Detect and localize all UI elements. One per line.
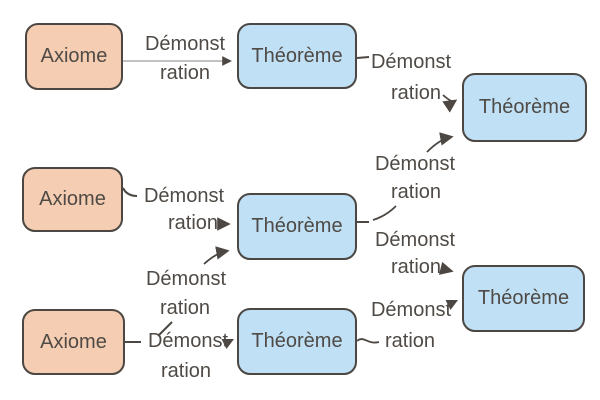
edge-label-1-line-1: Démonst [144, 33, 226, 55]
node-label: Axiome [40, 330, 107, 353]
edge-theoreme4-label8-line [356, 338, 380, 344]
node-theoreme-2: Théorème [462, 73, 587, 142]
edge-label-8-line-2: ration [384, 330, 436, 352]
node-label: Axiome [40, 45, 108, 67]
edge-label-8-line-1: Démonst [370, 299, 452, 321]
node-axiome-3: Axiome [22, 309, 125, 375]
edge-theoreme4-theoreme5-arrow [445, 299, 459, 311]
edge-axiome3-theoreme3-arrow [203, 246, 230, 265]
edge-theoreme3-theoreme5-arrow [438, 261, 454, 275]
edge-theoreme1-label-tick [356, 56, 370, 59]
node-theoreme-4: Théorème [237, 308, 357, 375]
node-theoreme-3: Théorème [237, 193, 357, 260]
edge-axiome2-label-tick [122, 187, 138, 197]
edge-theoreme3-theoreme2-arrow [426, 132, 454, 153]
edge-label-1-line-2: ration [159, 62, 211, 84]
edge-label-6-line-2: ration [159, 297, 211, 319]
edge-label-7-line-2: ration [160, 360, 212, 382]
node-label: Théorème [251, 44, 343, 67]
node-label: Axiome [39, 188, 106, 210]
edge-label-5-line-1: Démonst [374, 229, 456, 251]
edge-label-4-line-2: ration [390, 181, 442, 203]
edge-axiome3-label6-tick [157, 321, 173, 337]
node-theoreme-1: Théorème [237, 23, 357, 89]
edge-axiome3-theoreme4-arrow [221, 338, 235, 350]
edge-label-6-line-1: Démonst [145, 268, 227, 290]
node-label: Théorème [478, 96, 571, 118]
edge-label-2-line-2: ration [390, 82, 442, 104]
edge-label-3-line-1: Démonst [143, 185, 225, 207]
node-label: Théorème [477, 287, 570, 309]
edge-label-5-line-2: ration [390, 256, 442, 278]
edge-label-2-line-1: Démonst [370, 51, 452, 73]
edge-label-3-line-2: ration [167, 212, 219, 234]
node-theoreme-5: Théorème [462, 265, 585, 332]
edge-theoreme1-theoreme2-arrow [442, 94, 458, 113]
edge-label-4-line-1: Démonst [374, 153, 456, 175]
node-label: Théorème [251, 215, 343, 237]
edge-label-7-line-1: Démonst [147, 330, 229, 352]
node-axiome-2: Axiome [22, 167, 123, 232]
node-label: Théorème [251, 330, 343, 352]
edge-theoreme3-label4-hook [372, 205, 397, 221]
node-axiome-1: Axiome [25, 23, 123, 90]
